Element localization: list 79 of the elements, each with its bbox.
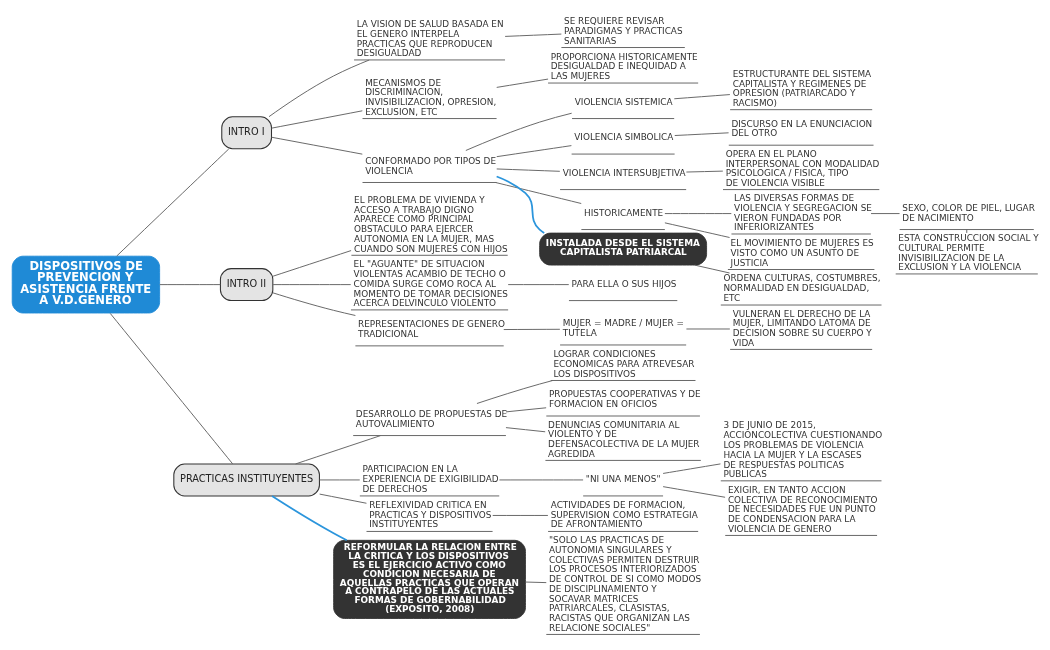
node-text: EL MOVIMIENTO DE MUJERES ES VISTO COMO UN ASUNTO DE JUSTICIA xyxy=(730,237,874,268)
node-text: REPRESENTACIONES DE GENERO TRADICIONAL xyxy=(358,319,505,339)
node-text: HISTORICAMENTE xyxy=(584,207,664,218)
node-text: LAS DIVERSAS FORMAS DE VIOLENCIA Y SEGREGACION SE VIERON FUNDADAS POR INFERIORIZANTES xyxy=(734,193,872,233)
node-text: ESTRUCTURANTE DEL SISTEMA CAPITALISTA Y REGIMENES DE OPRESION (PATRIARCADO Y RACISMO) xyxy=(732,68,872,109)
node-text: MUJER = MADRE / MUJER = TUTELA xyxy=(562,318,684,339)
node-box: INTRO II xyxy=(219,268,274,302)
connector xyxy=(319,479,361,481)
node-text: EXIGIR, EN TANTO ACCION COLECTIVA DE RECONOCIMIENTO DE NECESIDADES FUE UN PUNTO DE CONDENSACION PARA LA VIOLENCIA DE GENERO xyxy=(727,484,878,534)
connector xyxy=(268,59,370,118)
node-text: "NI UNA MENOS" xyxy=(585,474,661,485)
connector xyxy=(664,213,732,215)
node-text: VIOLENCIA SISTEMICA xyxy=(574,96,673,107)
connector xyxy=(498,479,584,481)
connector xyxy=(271,136,363,155)
connector xyxy=(694,264,731,274)
connector xyxy=(495,182,582,204)
connector xyxy=(271,110,363,129)
node-text: ORDENA CULTURAS, COSTUMBRES, NORMALIDAD EN DESIGUALDAD, ETC xyxy=(723,273,881,304)
node-text: PARTICIPACION EN LA EXPERIENCIA DE EXIGIBILIDAD DE DERECHOS xyxy=(362,464,499,494)
connector xyxy=(503,328,561,331)
node-text: 3 DE JUNIO DE 2015, ACCIONCOLECTIVA CUESTIONANDO LOS PROBLEMAS DE VIOLENCIA HACIA LA MUJER Y LA ESCASES DE RESPUESTAS POLITICAS PUBLICAS xyxy=(723,420,883,480)
node-text: PROPUESTAS COOPERATIVAS Y DE FORMACION EN OFICIOS xyxy=(548,389,701,410)
node-text: VIOLENCIA INTERSUBJETIVA xyxy=(562,167,686,178)
connector xyxy=(673,94,731,100)
connector xyxy=(496,168,561,172)
connector xyxy=(159,284,221,286)
node-text: PROPORCIONA HISTORICAMENTE DESIGUALDAD E INEQUIDAD A LAS MUJERES xyxy=(550,51,698,82)
node-text: LOGRAR CONDICIONES ECONOMICAS PARA ATREVESAR LOS DISPOSITIVOS xyxy=(553,348,695,379)
connector xyxy=(465,112,573,151)
node-box: DISPOSITIVOS DE PREVENCION Y ASISTENCIA FRENTE A V.D.GENERO xyxy=(11,255,161,314)
connector xyxy=(674,132,730,136)
connector xyxy=(496,145,572,158)
connector xyxy=(495,175,546,234)
node-box: PRACTICAS INSTITUYENTES xyxy=(173,463,320,497)
connector xyxy=(272,250,352,277)
node-text: CONFORMADO POR TIPOS DE VIOLENCIA xyxy=(365,155,496,176)
connector xyxy=(662,463,721,474)
node-text: SEXO, COLOR DE PIEL, LUGAR DE NACIMIENTO xyxy=(902,202,1035,223)
connector xyxy=(496,78,549,88)
connector xyxy=(271,495,348,542)
node-text: ACTIVIDADES DE FORMACION, SUPERVISION COMO ESTRATEGIA DE AFRONTAMIENTO xyxy=(550,499,698,530)
node-text: VULNERAN EL DERECHO DE LA MUJER, LIMITANDO LATOMA DE DECISION SOBRE SU CUERPO Y VIDA xyxy=(732,308,872,348)
node-text: ESTA CONSTRUCCION SOCIAL Y CULTURAL PERMITE INVISIBILIZACION DE LA EXCLUSION Y LA VIOLENCIA xyxy=(898,233,1039,273)
connector xyxy=(272,292,356,316)
connector xyxy=(507,284,570,286)
connector xyxy=(476,380,554,404)
node-text: "SOLO LAS PRACTICAS DE AUTONOMIA SINGULARES Y COLECTIVAS PERMITEN DESTRUIR LOS PROCESOS INTERIORIZADOS DE CONTROL DE SI COMO MODOS DE DISCIPLINAMIENTO Y SOCAVAR MATRICES PATRIARCALES, CLASISTAS, RACISTAS QUE ORGANIZAN LAS RELACIONE SOCIALES" xyxy=(548,534,702,633)
connector xyxy=(319,493,367,504)
node-box: INTRO I xyxy=(221,116,273,150)
connector xyxy=(664,222,731,238)
node-text: MECANISMOS DE DISCRIMINACION, INVISIBILIZACION, OPRESION, EXCLUSION, ETC xyxy=(365,77,497,117)
connector xyxy=(116,148,230,257)
node-text: DESARROLLO DE PROPUESTAS DE AUTOVALIMIENTO xyxy=(355,408,508,429)
node-text: REFLEXIVIDAD CRITICA EN PRACTICAS Y DISPOSITIVOS INSTITUYENTES xyxy=(369,499,492,530)
connector xyxy=(966,229,968,234)
connector xyxy=(295,435,382,465)
connector xyxy=(504,33,562,37)
connector xyxy=(272,284,352,286)
connector xyxy=(870,213,901,215)
node-text: VIOLENCIA SIMBOLICA xyxy=(574,132,674,143)
node-text: DENUNCIAS COMUNITARIA AL VIOLENTO Y DE DEFENSACOLECTIVA DE LA MUJER AGREDIDA xyxy=(548,419,700,459)
connector xyxy=(662,486,726,498)
node-text: EL "AGUANTE" DE SITUACION VIOLENTAS ACAMBIO DE TECHO O COMIDA SURGE COMO ROCA AL MOMENTO DE TOMAR DECISIONES ACERCA DELVINCULO VIOLENTO xyxy=(353,259,508,309)
node-text: SE REQUIERE REVISAR PARADIGMAS Y PRACTICAS SANITARIAS xyxy=(564,15,683,46)
connector xyxy=(685,170,724,173)
node-text: PARA ELLA O SUS HIJOS xyxy=(571,278,677,289)
node-box: REFORMULAR LA RELACION ENTRE LA CRITICA Y LOS DISPOSITIVOS ES EL EJERCICIO ACTIVO COMO CONDICION NECESARIA DE AQUELLAS PRACTICAS QUE OPERAN A CONTRAPELO DE LAS ACTUALES FORMAS DE GOBERNABILIDAD (EXPOSITO, 2008) xyxy=(333,539,526,619)
node-box: INSTALADA DESDE EL SISTEMA CAPITALISTA PATRIARCAL xyxy=(539,232,708,266)
connector xyxy=(505,427,546,433)
node-text: EL PROBLEMA DE VIVIENDA Y ACCESO A TRABAJO DIGNO APARECE COMO PRINCIPAL OBSTACULO PARA EJERCER AUTONOMIA EN LA MUJER, MAS CUANDO SON MUJERES CON HIJOS xyxy=(354,194,508,254)
connector xyxy=(525,581,547,584)
connector xyxy=(505,407,547,413)
connector xyxy=(109,312,234,465)
connector xyxy=(685,328,731,330)
node-text: LA VISION DE SALUD BASADA EN EL GENERO INTERPELA PRACTICAS QUE REPRODUCEN DESIGUALDAD xyxy=(356,19,504,59)
node-text: OPERA EN EL PLANO INTERPERSONAL CON MODALIDAD PSICOLOGICA / FISICA, TIPO DE VIOLENCIA VISIBLE xyxy=(725,148,880,189)
connector xyxy=(492,514,549,516)
node-text: DISCURSO EN LA ENUNCIACION DEL OTRO xyxy=(731,118,873,139)
